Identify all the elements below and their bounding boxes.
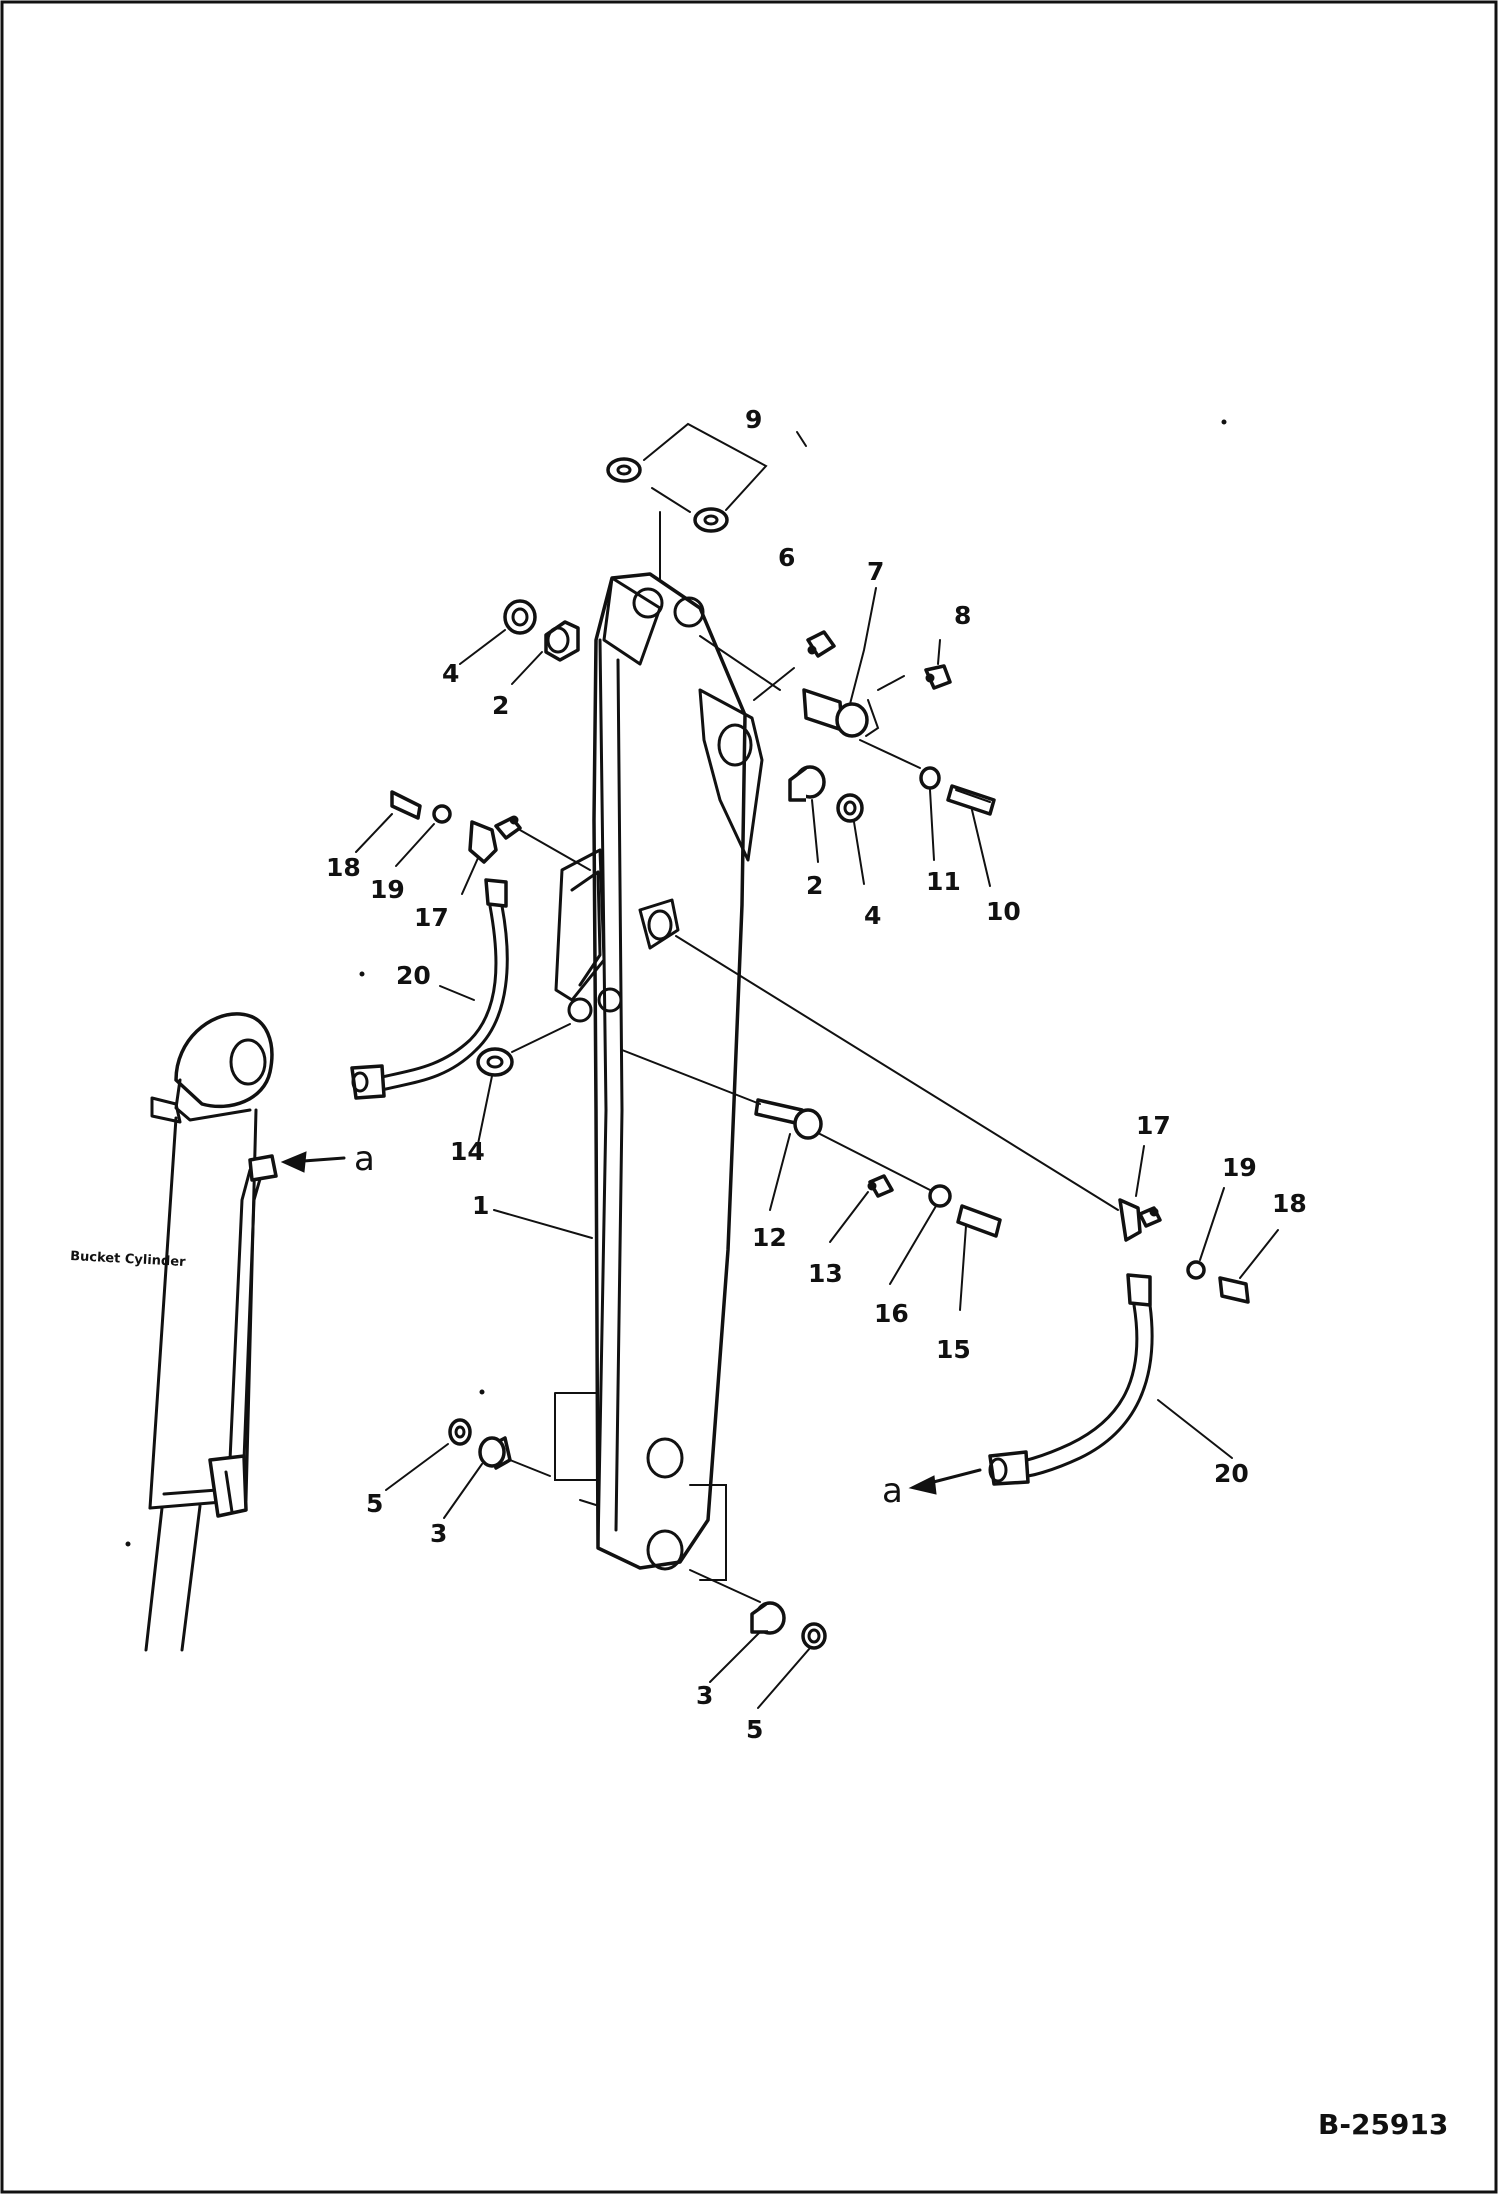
callout-19-left: 19 [370, 875, 405, 904]
bushing-seal-upper-left [503, 599, 580, 662]
callout-11: 11 [926, 867, 961, 896]
pin-assembly-12 [621, 1049, 1002, 1238]
clamp-assembly-left [390, 790, 591, 871]
bucket-cylinder-label: Bucket Cylinder [70, 1249, 187, 1270]
callout-13: 13 [808, 1259, 843, 1288]
callout-2-upper-left: 2 [492, 691, 509, 720]
bushing-seal-upper-right [788, 739, 996, 823]
hose-end-label-a-right: a [882, 1471, 903, 1511]
figure-id: B-25913 [1318, 2108, 1448, 2141]
callout-18-left: 18 [326, 853, 361, 882]
callout-6: 6 [778, 543, 795, 572]
callout-19-right: 19 [1222, 1153, 1257, 1182]
pin-assembly-7 [699, 630, 952, 738]
scan-specks [125, 419, 1227, 1547]
callout-3-lower-right: 3 [696, 1681, 713, 1710]
hose-end-arrow-right: a [882, 1468, 982, 1511]
bushing-seal-lower-left [448, 1418, 551, 1477]
callout-5-lower-right: 5 [746, 1715, 763, 1744]
callout-20-left: 20 [396, 961, 431, 990]
callout-4-upper-right: 4 [864, 901, 881, 930]
clamp-assembly-right [1118, 1198, 1250, 1304]
bushing-seal-lower-right [689, 1569, 827, 1650]
callout-1: 1 [472, 1191, 489, 1220]
callout-leaders [355, 431, 1279, 1709]
leader-line-long [675, 935, 1119, 1211]
callout-3-lower-left: 3 [430, 1519, 447, 1548]
callout-17-right: 17 [1136, 1111, 1171, 1140]
callout-17-left: 17 [414, 903, 449, 932]
callout-15: 15 [936, 1335, 971, 1364]
washer-14 [476, 1023, 571, 1077]
callout-5-lower-left: 5 [366, 1489, 383, 1518]
callout-7: 7 [867, 557, 884, 586]
arm-body [554, 572, 764, 1581]
callout-18-right: 18 [1272, 1189, 1307, 1218]
callout-9: 9 [745, 405, 762, 434]
hose-20-right [988, 1273, 1154, 1486]
callout-14: 14 [450, 1137, 485, 1166]
callout-2-upper-right: 2 [806, 871, 823, 900]
callout-20-right: 20 [1214, 1459, 1249, 1488]
washer-set-9 [606, 422, 768, 581]
callout-labels: 9 6 7 8 4 2 2 4 11 10 18 19 17 20 14 1 1… [326, 405, 1307, 1744]
callout-16: 16 [874, 1299, 909, 1328]
callout-10: 10 [986, 897, 1021, 926]
callout-8: 8 [954, 601, 971, 630]
bucket-cylinder: Bucket Cylinder a [70, 1012, 375, 1652]
hose-20-left [350, 878, 509, 1100]
callout-12: 12 [752, 1223, 787, 1252]
hose-end-label-a-left: a [354, 1139, 375, 1179]
callout-4-upper-left: 4 [442, 659, 459, 688]
